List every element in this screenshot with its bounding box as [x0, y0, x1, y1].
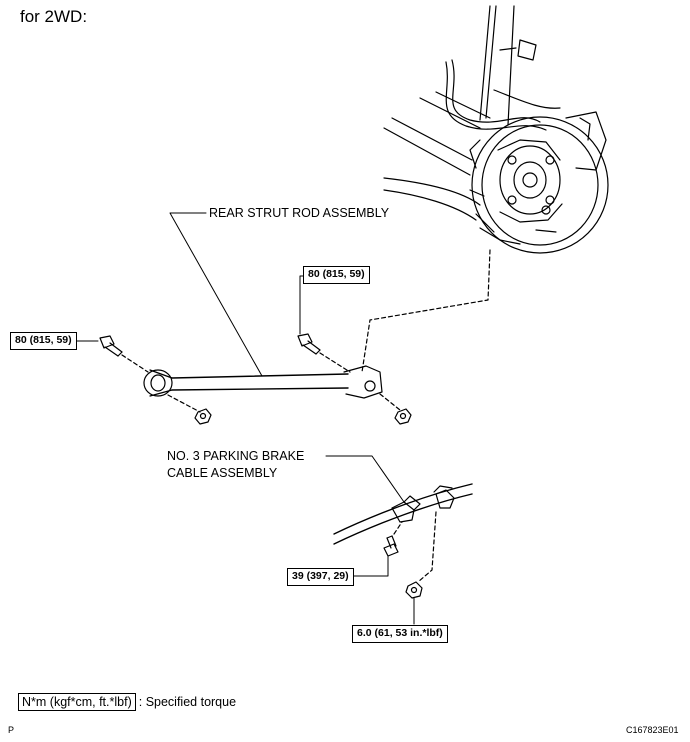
cable-leader: [325, 455, 405, 503]
torque-box-left-bolt: 80 (815, 59): [10, 332, 77, 350]
dashed-guide-knuckle: [361, 249, 491, 373]
suspension-assembly-drawing: [383, 5, 609, 254]
torque-legend: N*m (kgf*cm, ft.*lbf) : Specified torque: [18, 693, 236, 711]
dashed-guide-left-bolt: [121, 354, 201, 413]
strut-rod-leader: [169, 212, 263, 377]
dashed-guide-cable-nut: [417, 511, 437, 583]
figure-code: C167823E01: [626, 725, 679, 735]
right-nut-drawing: [394, 408, 412, 425]
torque-box-cable-nut: 6.0 (61, 53 in.*lbf): [352, 625, 448, 643]
label-rear-strut-rod: REAR STRUT ROD ASSEMBLY: [209, 206, 390, 220]
cable-bolt-drawing: [351, 535, 399, 577]
legend-unit-box: N*m (kgf*cm, ft.*lbf): [18, 693, 136, 711]
label-parking-brake-cable-line2: CABLE ASSEMBLY: [167, 466, 278, 480]
left-nut-drawing: [194, 408, 212, 425]
legend-description: : Specified torque: [138, 695, 237, 709]
page-heading: for 2WD:: [20, 7, 88, 26]
left-bolt-drawing: [71, 335, 123, 357]
torque-box-cable-bolt: 39 (397, 29): [287, 568, 354, 586]
dashed-guide-cable-bolt: [393, 521, 403, 535]
torque-box-upper-bolt: 80 (815, 59): [303, 266, 370, 284]
rear-strut-rod: [143, 365, 383, 399]
upper-bolt-drawing: [297, 275, 321, 355]
corner-letter: P: [8, 725, 15, 735]
label-parking-brake-cable-line1: NO. 3 PARKING BRAKE: [167, 449, 305, 463]
parking-brake-cable-drawing: [333, 483, 473, 545]
cable-nut-drawing: [405, 581, 423, 625]
dashed-guide-upper-bolt: [319, 352, 401, 411]
